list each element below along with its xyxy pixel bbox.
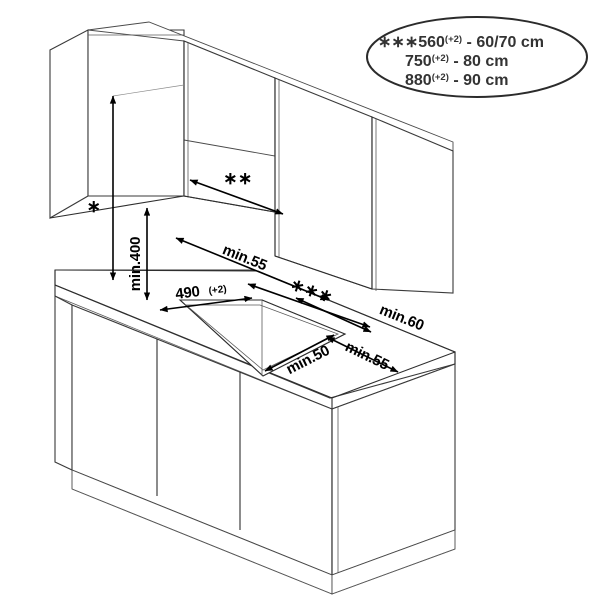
legend-row-0-separator: - (467, 34, 472, 51)
legend-row-0-result: 60/70 cm (476, 34, 544, 51)
legend-row-1-value: 750 (405, 53, 432, 70)
plinth-right-edge (331, 548, 456, 595)
legend-row-0-tolerance: (+2) (445, 34, 462, 45)
dim-label-worktop-depth-back: min.55 (220, 241, 269, 274)
dim-line-cutout-depth (264, 334, 335, 372)
base-cabinet-left-side (54, 295, 73, 471)
worktop-front-edge (54, 284, 333, 399)
wall-cabinet-left-front (87, 29, 185, 197)
wall-cabinet-bottom-left (49, 195, 185, 219)
base-cabinet-group (54, 295, 456, 595)
dim-label-cutout-width-tolerance: (+2) (208, 284, 227, 297)
legend-row-0: ∗∗∗560(+2) - 60/70 cm (378, 34, 544, 51)
dim-label-hood-width: ∗∗ (223, 169, 253, 188)
wall-cabinet-left-guide (112, 84, 185, 97)
legend-ellipse-outline (366, 16, 588, 98)
legend-row-1-tolerance: (+2) (432, 53, 449, 64)
legend-row-0-value: 560 (418, 34, 445, 51)
dim-line-cutout-width (159, 295, 253, 313)
dim-label-wall-unit-height: ∗ (87, 197, 102, 216)
dim-line-wall-unit-depth (295, 297, 372, 333)
legend-row-1: 750(+2) - 80 cm (405, 53, 508, 70)
dim-label-cutout-width: 490 (174, 283, 200, 303)
legend-row-2-tolerance: (+2) (432, 72, 449, 83)
hood-width-legend: ∗∗∗560(+2) - 60/70 cm 750(+2) - 80 cm 88… (366, 16, 588, 98)
wall-cabinet-left-side (49, 29, 89, 219)
legend-row-0-marker: ∗∗∗ (378, 34, 418, 51)
legend-row-2: 880(+2) - 90 cm (405, 72, 508, 89)
legend-row-2-result: 90 cm (463, 72, 508, 89)
legend-row-1-result: 80 cm (463, 53, 508, 70)
dim-label-hob-to-hood: min.400 (127, 237, 144, 291)
legend-row-1-separator: - (453, 53, 458, 70)
plinth-top-edge (71, 488, 333, 595)
dim-line-hood-width (189, 179, 284, 215)
legend-row-2-value: 880 (405, 72, 432, 89)
legend-row-2-separator: - (453, 72, 458, 89)
wall-cabinet-top (87, 21, 454, 152)
dim-line-side-clearance (326, 336, 399, 373)
